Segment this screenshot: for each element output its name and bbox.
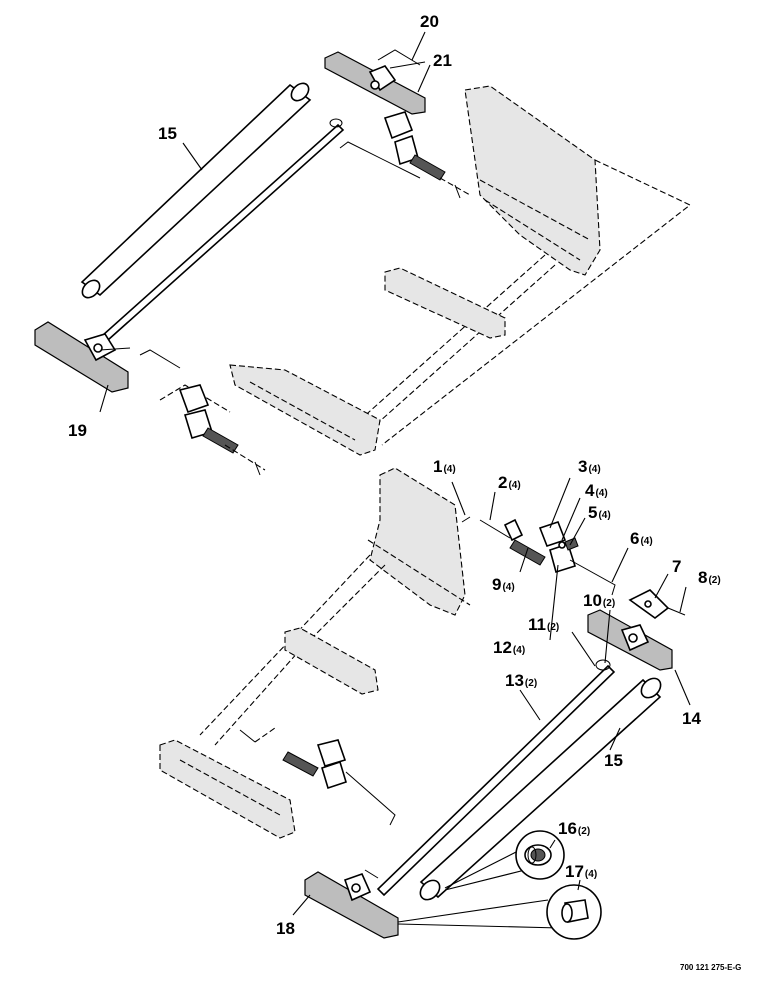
upper-assembly [34, 49, 692, 476]
callout-labels: 20 21 15 19 1(4) 2(4) 3(4) 4(4) 5(4) 6(4… [68, 12, 741, 972]
callout-14: 14 [682, 709, 701, 728]
upper-left-bracket [139, 349, 266, 476]
upper-right-plate [324, 49, 426, 115]
callout-21: 21 [433, 51, 452, 70]
lower-dashed-frame [159, 467, 471, 839]
leader-lines [99, 31, 691, 916]
callout-1: 1(4) [433, 457, 456, 476]
callout-19: 19 [68, 421, 87, 440]
washer [595, 659, 611, 671]
callout-7: 7 [672, 557, 681, 576]
callout-13: 13(2) [505, 671, 537, 690]
callout-15-upper: 15 [158, 124, 177, 143]
lower-right-small-parts [461, 516, 686, 619]
callout-11: 11(2) [528, 615, 559, 634]
callout-12: 12(4) [493, 638, 525, 657]
callout-20: 20 [420, 12, 439, 31]
callout-18: 18 [276, 919, 295, 938]
bearing-detail [515, 830, 565, 880]
callout-10: 10(2) [583, 591, 615, 610]
callout-16: 16(2) [558, 819, 590, 838]
callout-6: 6(4) [630, 529, 653, 548]
callout-3: 3(4) [578, 457, 601, 476]
plug-detail [546, 884, 602, 940]
upper-right-bracket [339, 111, 471, 199]
callout-8: 8(2) [698, 568, 721, 587]
upper-left-plate [34, 321, 131, 393]
upper-roller [80, 82, 312, 299]
lower-roller [419, 677, 662, 901]
lower-assembly [159, 467, 686, 940]
lower-shaft [376, 659, 616, 897]
lower-right-plate [587, 609, 673, 671]
callout-2: 2(4) [498, 473, 521, 492]
lower-left-plate [304, 869, 399, 939]
callout-15-lower: 15 [604, 751, 623, 770]
callout-4: 4(4) [585, 481, 608, 500]
document-number: 700 121 275-E-G [680, 963, 741, 972]
callout-5: 5(4) [588, 503, 611, 522]
upper-dashed-frame [229, 85, 692, 456]
callout-9: 9(4) [492, 575, 515, 594]
callout-17: 17(4) [565, 862, 597, 881]
lower-left-bracket [239, 727, 396, 826]
